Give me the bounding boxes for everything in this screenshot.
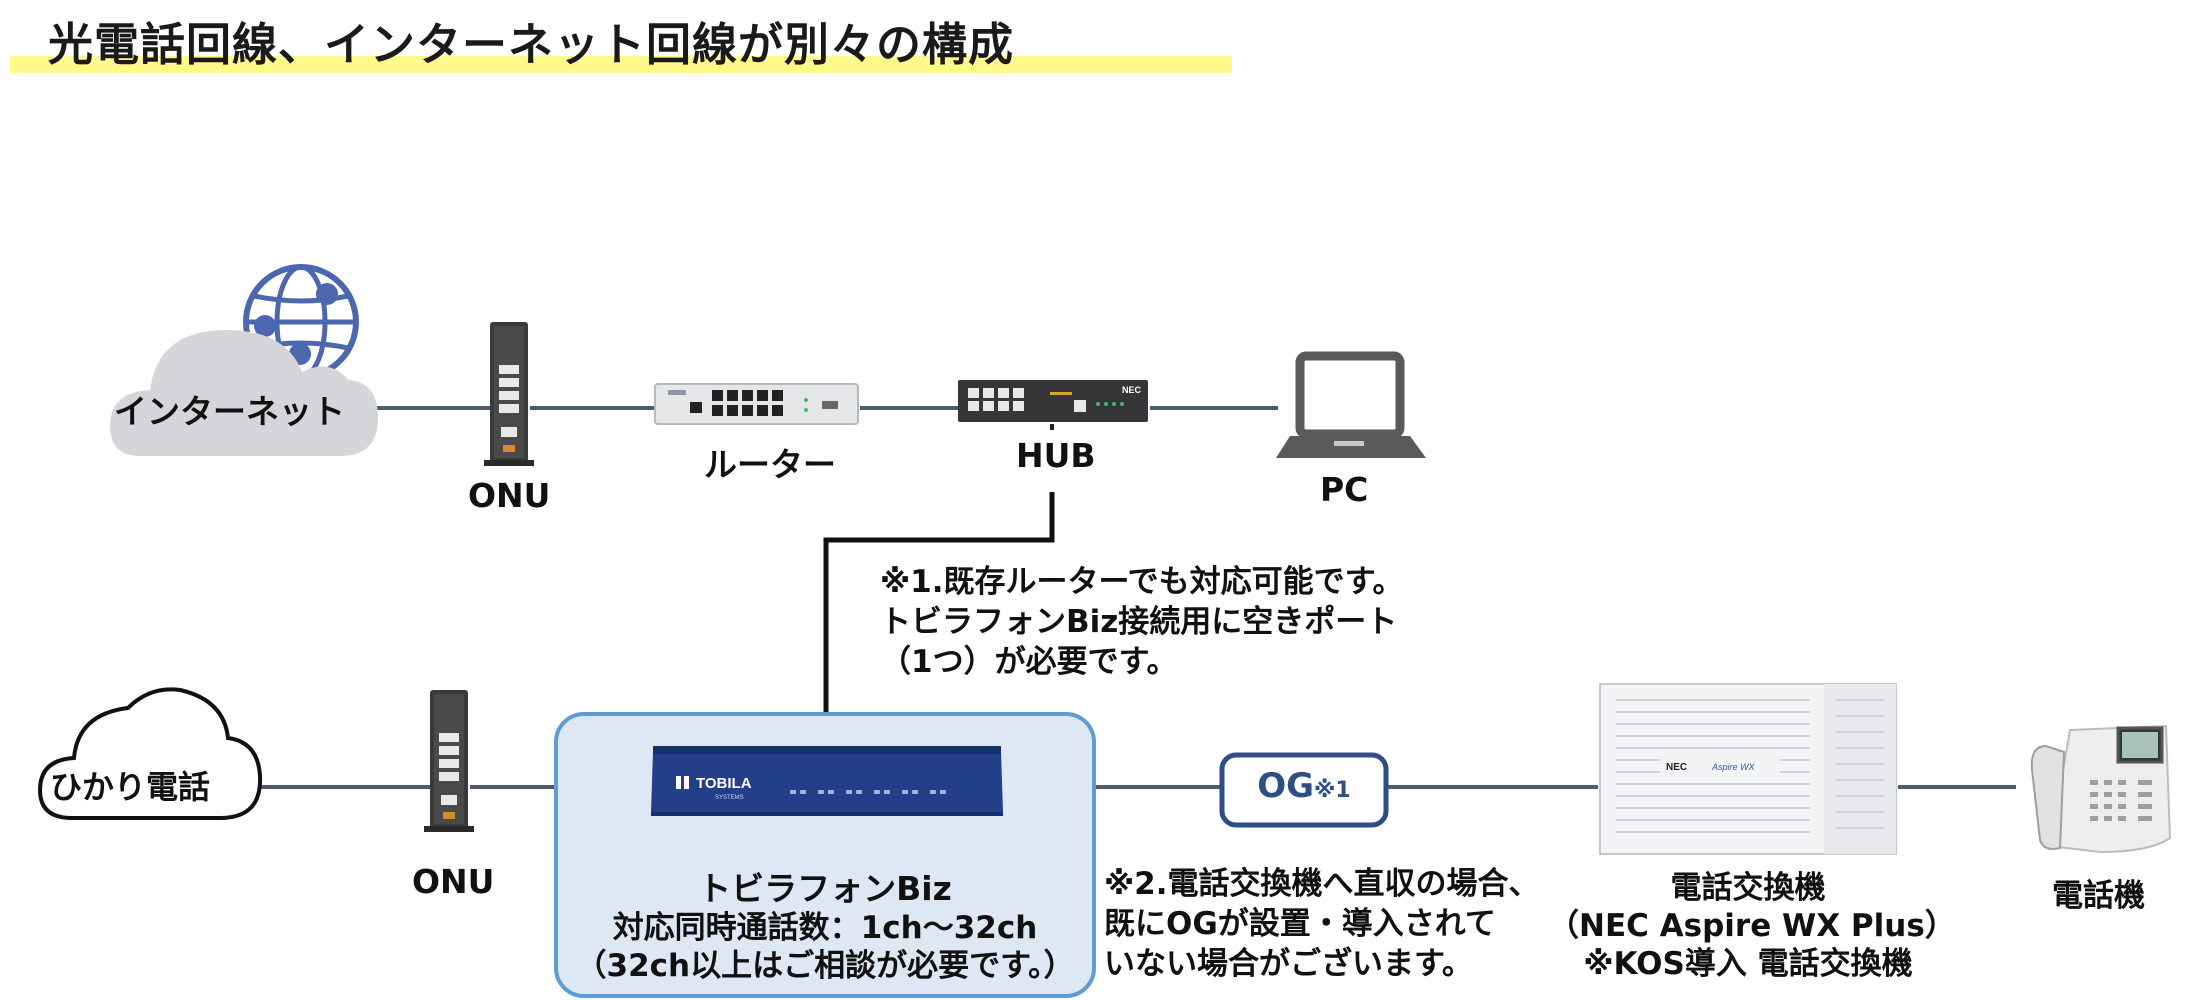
phone-label: 電話機 xyxy=(2052,878,2145,914)
router-icon xyxy=(654,383,859,425)
tobila-name: トビラフォンBiz xyxy=(698,869,952,908)
tobila-brand: TOBILA xyxy=(696,775,752,792)
globe-cloud-icon xyxy=(110,264,378,456)
onu-bottom-label: ONU xyxy=(412,862,495,901)
pbx-brand: NEC xyxy=(1666,762,1687,773)
title-highlight xyxy=(10,56,1232,73)
tobila-device-icon xyxy=(651,746,1003,816)
laptop-icon xyxy=(1276,351,1426,458)
note-1-line-2: トビラフォンBiz接続用に空きポート xyxy=(880,604,1398,640)
og-text: OG xyxy=(1257,766,1315,806)
router-label: ルーター xyxy=(704,445,836,484)
pbx-name: 電話交換機 xyxy=(1670,870,1826,906)
note-1-line-1: ※1.既存ルーターでも対応可能です。 xyxy=(880,564,1404,600)
cloud-shape xyxy=(110,330,378,456)
pbx-model: （NEC Aspire WX Plus） xyxy=(1548,908,1956,944)
hub-icon xyxy=(958,380,1148,430)
og-footnote: ※1 xyxy=(1314,778,1351,803)
onu-bottom-icon xyxy=(424,690,474,832)
pbx-note: ※KOS導入 電話交換機 xyxy=(1583,946,1913,982)
line-hub-tobila xyxy=(823,492,1055,736)
tobila-spec: 対応同時通話数：1ch～32ch xyxy=(612,910,1038,946)
note-1-line-3: （1つ）が必要です。 xyxy=(880,644,1178,680)
cloud-outline-icon xyxy=(37,687,263,820)
note-2-line-1: ※2.電話交換機へ直収の場合、 xyxy=(1104,866,1540,902)
og-box xyxy=(1219,752,1389,828)
note-1: ※1.既存ルーターでも対応可能です。 トビラフォンBiz接続用に空きポート （1… xyxy=(880,562,1404,682)
internet-label: インターネット xyxy=(114,392,345,431)
page-title: 光電話回線、インターネット回線が別々の構成 xyxy=(48,18,1015,71)
note-2: ※2.電話交換機へ直収の場合、 既にOGが設置・導入されて いない場合がございま… xyxy=(1104,864,1539,984)
hub-label: HUB xyxy=(1016,436,1096,475)
pc-label: PC xyxy=(1320,470,1369,509)
tobila-brand-sub: SYSTEMS xyxy=(715,795,744,801)
onu-top-label: ONU xyxy=(468,476,551,515)
og-label: OG※1 xyxy=(1222,766,1386,806)
onu-top-icon xyxy=(484,322,534,466)
pbx-brand-sub: Aspire WX xyxy=(1711,762,1756,772)
tobila-note: （32ch以上はご相談が必要です。） xyxy=(575,948,1075,984)
hub-brand: NEC xyxy=(1122,385,1142,395)
note-2-line-3: いない場合がございます。 xyxy=(1104,946,1473,982)
connections xyxy=(240,406,2016,789)
pbx-icon xyxy=(1599,683,1897,855)
note-2-line-2: 既にOGが設置・導入されて xyxy=(1104,906,1496,942)
desk-phone-icon xyxy=(2030,724,2172,854)
hikari-label: ひかり電話 xyxy=(50,768,211,806)
